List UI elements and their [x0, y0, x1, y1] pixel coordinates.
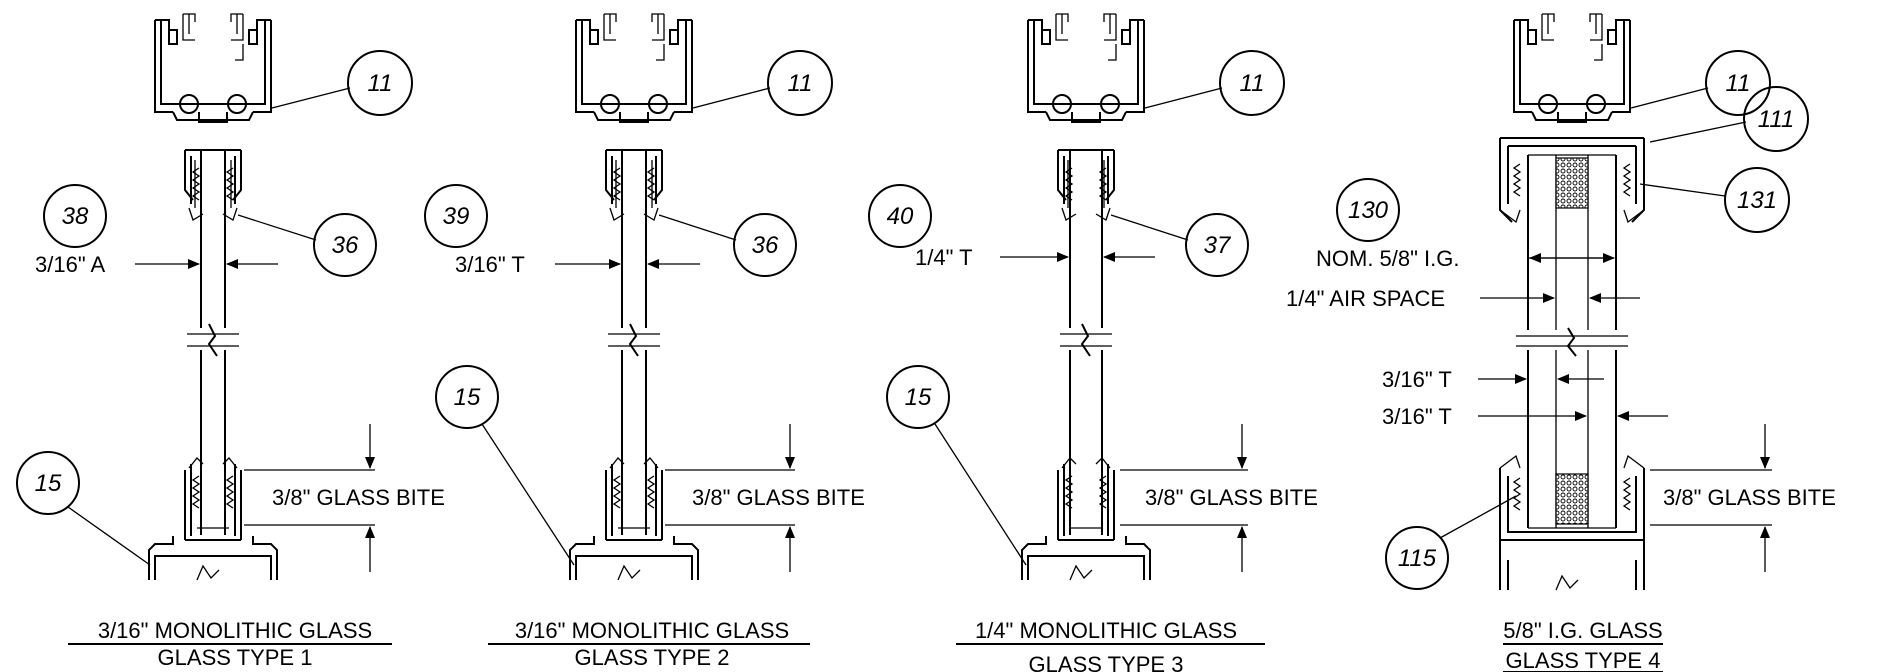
caption-type: GLASS TYPE 3	[1029, 652, 1184, 672]
spacer-desiccant	[1555, 157, 1589, 209]
callout-gasket: 131	[1737, 187, 1777, 214]
caption-type: GLASS TYPE 1	[158, 645, 313, 670]
caption-title: 1/4" MONOLITHIC GLASS	[975, 618, 1237, 643]
detail-glass-type-3: 11 40 37 1/4" T 15 3/8" GLASS BITE 1/4" …	[868, 13, 1318, 672]
caption-title: 3/16" MONOLITHIC GLASS	[98, 618, 372, 643]
dim-thickness: 3/16" T	[455, 252, 525, 277]
caption-title: 5/8" I.G. GLASS	[1503, 618, 1662, 643]
callout-glass-tag: 40	[887, 203, 914, 230]
callout-frame: 11	[1726, 70, 1751, 97]
callout-frame: 11	[368, 70, 393, 97]
dim-glass-bite: 3/8" GLASS BITE	[692, 485, 865, 510]
callout-glass-tag: 130	[1348, 197, 1389, 224]
callout-frame: 11	[788, 70, 813, 97]
dim-glass-bite: 3/8" GLASS BITE	[1145, 485, 1318, 510]
dim-lite-inner: 3/16" T	[1382, 404, 1452, 429]
callout-base: 15	[35, 470, 62, 497]
caption-type: GLASS TYPE 2	[575, 645, 730, 670]
dim-thickness: 3/16" A	[35, 252, 106, 277]
detail-glass-type-2: 11 39 36 3/16" T 15 3/8" GLASS BITE 3/16…	[424, 13, 865, 670]
callout-gasket: 36	[752, 232, 779, 259]
dim-glass-bite: 3/8" GLASS BITE	[272, 485, 445, 510]
callout-base: 15	[454, 384, 481, 411]
detail-glass-type-1: 11 38 36 3/16" A 15 3/8" GLASS BITE 3/16…	[16, 13, 445, 670]
callout-gasket: 36	[332, 232, 359, 259]
caption-type: GLASS TYPE 4	[1506, 648, 1661, 672]
dim-ig-thickness: NOM. 5/8" I.G.	[1316, 246, 1460, 271]
spacer-desiccant	[1555, 473, 1589, 525]
callout-glass-tag: 39	[443, 203, 470, 230]
callout-frame: 11	[1240, 70, 1265, 97]
caption-title: 3/16" MONOLITHIC GLASS	[515, 618, 789, 643]
callout-adaptor-bottom: 115	[1398, 545, 1437, 572]
callout-glass-tag: 38	[62, 203, 89, 230]
dim-thickness: 1/4" T	[915, 245, 973, 270]
callout-bubble	[347, 50, 413, 116]
detail-glass-type-4: 11 111 131 130 115 NOM. 5/8" I.G. 1/4" A…	[1286, 13, 1836, 672]
callout-base: 15	[905, 384, 932, 411]
callout-adaptor-top: 111	[1758, 106, 1794, 133]
dim-glass-bite: 3/8" GLASS BITE	[1663, 485, 1836, 510]
dim-air-space: 1/4" AIR SPACE	[1286, 286, 1445, 311]
dim-lite-outer: 3/16" T	[1382, 367, 1452, 392]
callout-gasket: 37	[1204, 232, 1232, 259]
